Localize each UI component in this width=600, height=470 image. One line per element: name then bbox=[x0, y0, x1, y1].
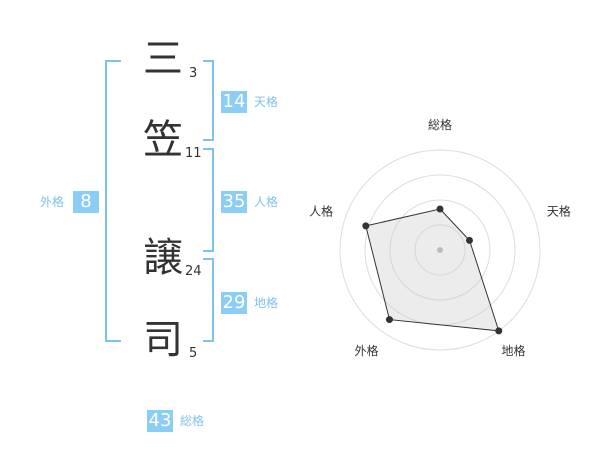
stroke-count-1: 3 bbox=[189, 66, 198, 81]
chi-bracket bbox=[203, 258, 214, 342]
chi-label: 地格 bbox=[254, 296, 279, 310]
radar-grid-ring bbox=[414, 224, 466, 276]
jin-badge: 35 bbox=[221, 191, 247, 213]
stroke-count-2: 11 bbox=[185, 146, 202, 161]
radar-grid-ring bbox=[389, 199, 491, 301]
sou-label: 総格 bbox=[180, 414, 205, 428]
ten-label: 天格 bbox=[254, 95, 279, 109]
radar-area bbox=[365, 208, 500, 332]
radar-point-5 bbox=[362, 222, 370, 230]
radar-axis-label-3: 地格 bbox=[501, 343, 525, 358]
radar-center-dot bbox=[437, 247, 443, 253]
ten-bracket bbox=[203, 60, 214, 141]
radar-axis-label-5: 人格 bbox=[309, 203, 333, 218]
jin-bracket bbox=[203, 148, 214, 252]
radar-axis-label-4: 外格 bbox=[354, 343, 378, 358]
radar-grid-ring bbox=[339, 149, 541, 351]
radar-point-3 bbox=[495, 327, 503, 335]
gai-label: 外格 bbox=[40, 195, 65, 209]
radar-axis-label-1: 総格 bbox=[428, 117, 452, 132]
gai-badge: 8 bbox=[73, 191, 99, 213]
name-char-1: 三 bbox=[143, 36, 183, 82]
radar-point-4 bbox=[385, 316, 393, 324]
name-char-2: 笠 bbox=[143, 117, 183, 163]
name-char-3: 譲 bbox=[143, 235, 183, 281]
chi-badge: 29 bbox=[221, 292, 247, 314]
gai-bracket bbox=[105, 60, 121, 342]
radar-point-1 bbox=[436, 205, 444, 213]
stroke-count-3: 24 bbox=[185, 264, 202, 279]
ten-badge: 14 bbox=[221, 91, 247, 113]
sou-badge: 43 bbox=[147, 410, 173, 432]
jin-label: 人格 bbox=[254, 195, 279, 209]
radar-axis-label-2: 天格 bbox=[547, 203, 571, 218]
stroke-count-4: 5 bbox=[189, 346, 198, 361]
radar-point-2 bbox=[465, 236, 473, 244]
name-char-4: 司 bbox=[143, 317, 183, 363]
